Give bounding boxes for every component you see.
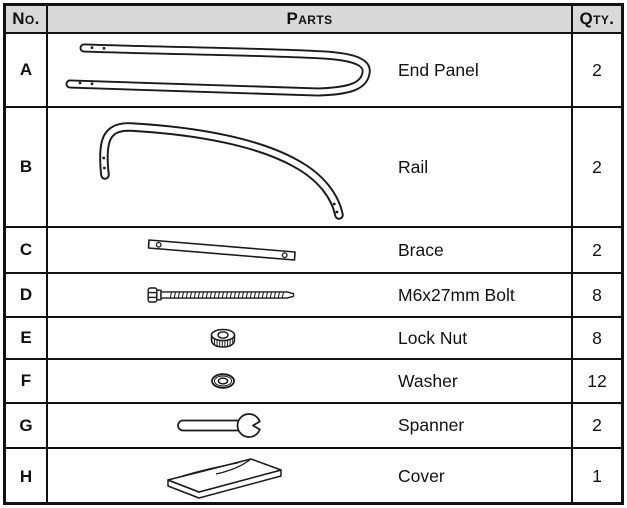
part-no: A: [6, 34, 48, 106]
cover-illustration: [48, 449, 398, 505]
parts-table: No. Parts Qty. A End Panel 2 B: [3, 3, 624, 505]
part-qty: 12: [571, 360, 621, 402]
table-row-f: F Washer 12: [6, 358, 621, 402]
part-qty: 8: [571, 318, 621, 358]
part-qty: 2: [571, 404, 621, 447]
header-parts: Parts: [286, 9, 333, 28]
header-no: No.: [6, 6, 48, 32]
table-row-d: D: [6, 272, 621, 316]
part-label: Brace: [398, 239, 444, 260]
washer-illustration: [48, 371, 398, 391]
brace-illustration: [48, 235, 398, 265]
part-label: Rail: [398, 156, 429, 177]
table-row-b: B Rail 2: [6, 106, 621, 226]
part-qty: 2: [571, 108, 621, 226]
part-qty: 2: [571, 34, 621, 106]
part-no: E: [6, 318, 48, 358]
part-qty: 2: [571, 228, 621, 272]
table-header-row: No. Parts Qty.: [6, 6, 621, 32]
header-qty: Qty.: [571, 6, 621, 32]
part-no: G: [6, 404, 48, 447]
part-no: C: [6, 228, 48, 272]
spanner-illustration: [48, 411, 398, 441]
part-label: Cover: [398, 466, 445, 486]
table-row-e: E Lock Nut 8: [6, 316, 621, 358]
part-label: Spanner: [398, 415, 465, 435]
part-label: Washer: [398, 370, 458, 391]
part-label: End Panel: [398, 59, 479, 80]
part-no: F: [6, 360, 48, 402]
part-qty: 8: [571, 274, 621, 316]
table-row-g: G Spanner 2: [6, 402, 621, 447]
lock-nut-illustration: [48, 326, 398, 350]
bolt-illustration: [48, 285, 398, 305]
table-row-h: H Cover 1: [6, 447, 621, 504]
part-no: H: [6, 449, 48, 504]
part-no: B: [6, 108, 48, 226]
rail-illustration: [48, 111, 398, 223]
table-row-c: C Brace 2: [6, 226, 621, 272]
end-panel-illustration: [48, 38, 398, 102]
part-qty: 1: [571, 449, 621, 504]
part-label: M6x27mm Bolt: [398, 284, 515, 305]
table-row-a: A End Panel 2: [6, 32, 621, 106]
part-no: D: [6, 274, 48, 316]
part-label: Lock Nut: [398, 327, 468, 348]
